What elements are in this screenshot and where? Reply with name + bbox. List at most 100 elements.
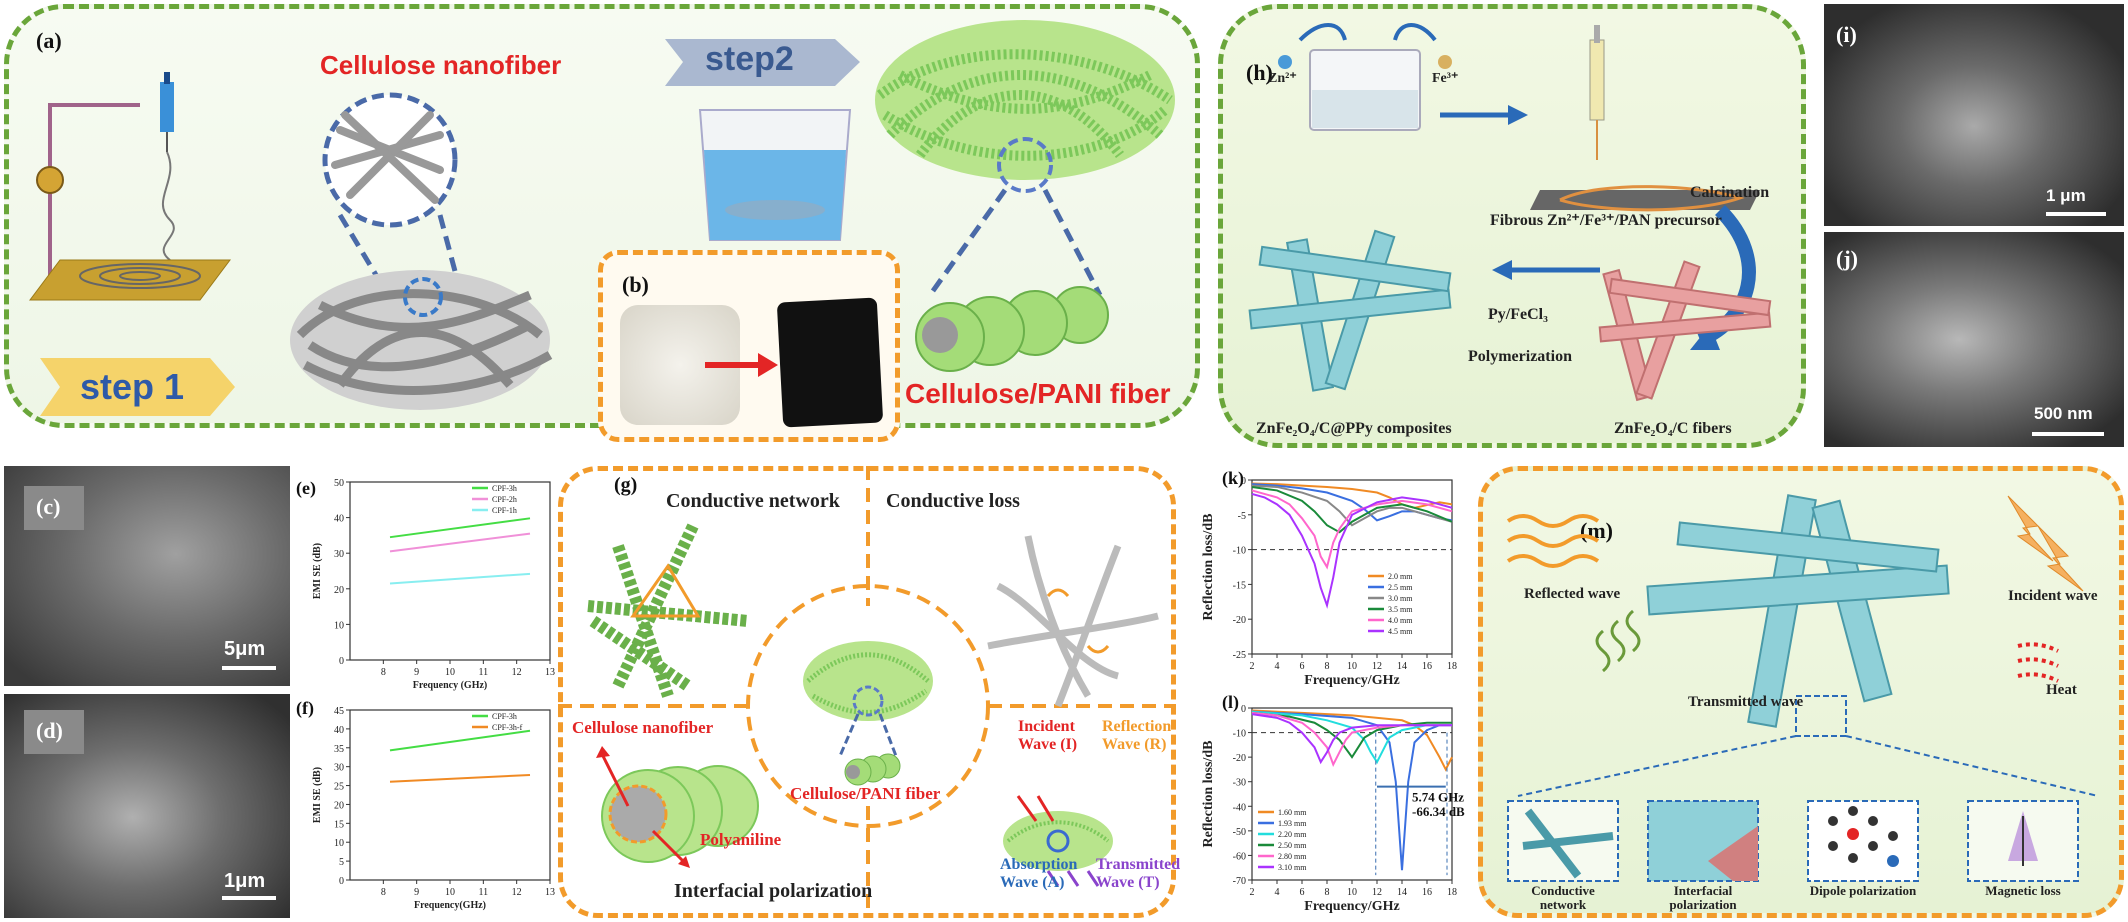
legend-label: 2.50 mm: [1278, 841, 1307, 850]
series-line-193mm: [1251, 710, 1452, 871]
legend-label: 2.0 mm: [1388, 572, 1413, 581]
series-line-40mm: [1251, 489, 1453, 570]
series-line-CPF1h: [389, 572, 531, 585]
panel-a-tag: (a): [36, 28, 62, 53]
g-polyaniline-label: Polyaniline: [700, 830, 782, 849]
x-tick-label: 13: [545, 887, 555, 898]
y-tick-label: -20: [1233, 753, 1246, 764]
legend-label: CPF-1h: [492, 506, 517, 515]
panel-j-tag: (j): [1836, 246, 1858, 271]
electrospinning-setup: [29, 72, 231, 301]
x-tick-label: 12: [1372, 661, 1382, 672]
m-transmitted-label: Transmitted wave: [1688, 694, 1804, 710]
x-tick-label: 18: [1447, 661, 1457, 672]
x-tick-label: 4: [1275, 887, 1280, 898]
m-reflected-label: Reflected wave: [1524, 586, 1621, 602]
series-line-CPF2h: [389, 532, 531, 553]
y-tick-label: -60: [1233, 851, 1246, 862]
x-tick-label: 14: [1397, 887, 1407, 898]
panel-f-tag: (f): [296, 698, 314, 718]
y-tick-label: -20: [1233, 615, 1246, 626]
x-tick-label: 6: [1300, 887, 1305, 898]
x-tick-label: 12: [1372, 887, 1382, 898]
y-tick-label: -25: [1233, 650, 1246, 661]
legend-label: 1.60 mm: [1278, 808, 1307, 817]
y-tick-label: 30: [334, 549, 344, 560]
y-tick-label: 20: [334, 585, 344, 596]
pani-fiber-network: [875, 20, 1175, 372]
red-arrow-icon: [705, 353, 778, 377]
panel-d-tag: (d): [36, 718, 63, 743]
y-tick-label: -10: [1233, 546, 1246, 557]
fibers-label: ZnFe₂O₄/C fibers: [1614, 420, 1732, 437]
panel-k-tag: (k): [1222, 468, 1244, 488]
sem-image-i: [1824, 4, 2124, 226]
y-tick-label: -5: [1238, 511, 1246, 522]
panel-c-tag: (c): [36, 494, 61, 519]
m-magnetic-label: Magnetic loss: [1985, 883, 2061, 898]
y-tick-label: -30: [1233, 778, 1246, 789]
zn-ion-label: Zn²⁺: [1268, 71, 1297, 86]
step2-arrow: [665, 39, 860, 86]
scale-label-d: 1μm: [224, 870, 266, 892]
x-axis-label: Frequency/GHz: [1304, 673, 1399, 688]
y-tick-label: 40: [334, 514, 344, 525]
x-tick-label: 16: [1422, 887, 1432, 898]
series-line-30mm: [1251, 484, 1453, 527]
panel-b-tag: (b): [622, 272, 649, 297]
legend-label: 3.0 mm: [1388, 594, 1413, 603]
series-line-220mm: [1251, 710, 1452, 765]
scale-label-j: 500 nm: [2034, 404, 2093, 423]
y-tick-label: 50: [334, 478, 344, 489]
annotation-frequency: 5.74 GHz: [1412, 789, 1464, 804]
x-tick-label: 13: [545, 667, 555, 678]
series-line-CPF3h: [389, 517, 531, 539]
cellulose-nanofiber-title: Cellulose nanofiber: [320, 50, 562, 80]
y-axis-label: Reflection loss/dB: [1201, 514, 1216, 621]
y-tick-label: 10: [334, 838, 344, 849]
series-line-310mm: [1251, 713, 1452, 765]
composites-label: ZnFe₂O₄/C@PPy composites: [1256, 420, 1452, 437]
legend-label: CPF-3h: [492, 712, 517, 721]
g-reflection-label: Reflection Wave (R): [1102, 718, 1172, 753]
fe-ion-label: Fe³⁺: [1432, 71, 1459, 86]
series-line-45mm: [1251, 492, 1453, 609]
py-fecl3-label: Py/FeCl₃: [1488, 306, 1548, 323]
x-tick-label: 8: [381, 667, 386, 678]
x-tick-label: 16: [1422, 661, 1432, 672]
y-tick-label: 30: [334, 763, 344, 774]
y-tick-label: 0: [1241, 476, 1246, 487]
m-heat-label: Heat: [2046, 682, 2077, 698]
x-tick-label: 8: [381, 887, 386, 898]
x-tick-label: 8: [1325, 661, 1330, 672]
y-axis-label: EMI SE (dB): [312, 543, 323, 599]
x-tick-label: 2: [1250, 887, 1255, 898]
x-axis-label: Frequency/GHz: [1304, 899, 1399, 914]
cellulose-pani-fiber-label: Cellulose/PANI fiber: [905, 378, 1171, 409]
m-incident-label: Incident wave: [2008, 588, 2098, 604]
y-tick-label: 40: [334, 725, 344, 736]
y-axis-label: Reflection loss/dB: [1201, 741, 1216, 848]
y-tick-label: -15: [1233, 580, 1246, 591]
step1-arrow: [40, 358, 235, 416]
panel-g-dividers: [558, 466, 1176, 918]
polymerization-label: Polymerization: [1468, 348, 1572, 365]
y-tick-label: 45: [334, 706, 344, 717]
x-tick-label: 14: [1397, 661, 1407, 672]
x-tick-label: 10: [1347, 887, 1357, 898]
x-tick-label: 10: [445, 887, 455, 898]
scale-bar-d: [222, 896, 276, 900]
y-tick-label: 0: [339, 876, 344, 887]
scale-label-c: 5μm: [224, 638, 266, 660]
legend-label: 3.10 mm: [1278, 863, 1307, 872]
precursor-label: Fibrous Zn²⁺/Fe³⁺/PAN precursor: [1490, 212, 1722, 229]
y-tick-label: 5: [339, 857, 344, 868]
beaker-icon: [698, 109, 852, 241]
x-tick-label: 9: [414, 887, 419, 898]
x-tick-label: 9: [414, 667, 419, 678]
synthesis-scheme: [1248, 23, 1772, 402]
legend-label: 4.0 mm: [1388, 616, 1413, 625]
